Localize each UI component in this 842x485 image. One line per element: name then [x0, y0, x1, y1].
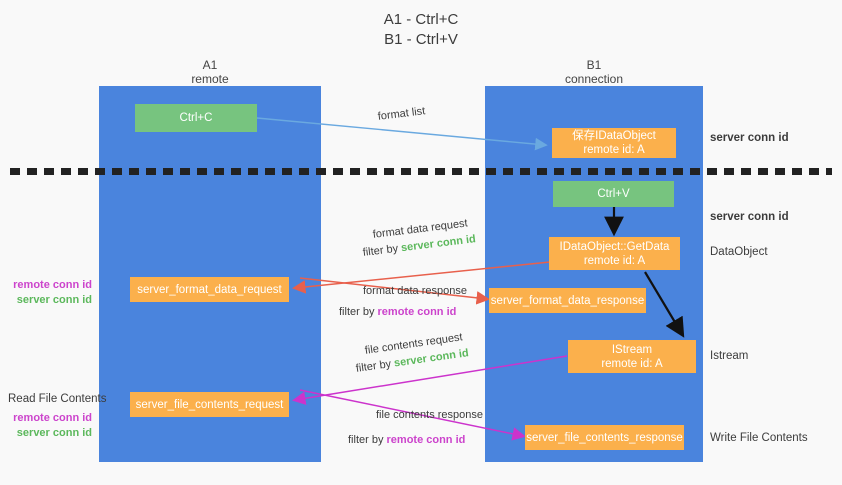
node-save-idataobject-line1: 保存IDataObject: [572, 130, 656, 142]
node-ctrl-c-label: Ctrl+C: [179, 112, 213, 124]
node-ctrl-v-label: Ctrl+V: [597, 188, 630, 200]
title-line-1: A1 - Ctrl+C: [383, 11, 459, 28]
annotation-server-conn-id-top: server conn id: [710, 132, 789, 144]
annotation-istream: Istream: [710, 350, 749, 362]
annotation-read-file-contents: Read File Contents: [8, 393, 107, 405]
node-getdata-line2: remote id: A: [583, 254, 646, 267]
filter-prefix-4: filter by: [348, 434, 387, 446]
annotation-remote-conn-id-2: remote conn id: [13, 412, 92, 424]
node-server-format-data-response-label: server_format_data_response: [490, 294, 645, 307]
edge-label-format-data-response-filter: filter by remote conn id: [339, 305, 456, 320]
title-line-2: B1 - Ctrl+V: [384, 31, 458, 48]
annotation-server-conn-id-middle: server conn id: [710, 211, 789, 223]
filter-key-remote-conn-id-1: remote conn id: [377, 306, 457, 318]
annotation-dataobject: DataObject: [710, 246, 768, 258]
node-save-idataobject-line2: remote id: A: [583, 144, 645, 156]
node-ctrl-c[interactable]: Ctrl+C: [135, 104, 257, 132]
page-title: A1 - Ctrl+C B1 - Ctrl+V: [0, 10, 842, 50]
annotation-remote-conn-id-1: remote conn id: [13, 279, 92, 291]
node-server-format-data-request[interactable]: server_format_data_request: [130, 277, 289, 302]
node-idataobject-getdata[interactable]: IDataObject::GetData remote id: A: [549, 237, 680, 270]
lane-header-b1: B1 connection: [485, 58, 703, 86]
node-istream-line1: IStream: [611, 343, 653, 356]
filter-prefix-1: filter by: [362, 242, 402, 259]
node-istream[interactable]: IStream remote id: A: [568, 340, 696, 373]
node-server-file-contents-response[interactable]: server_file_contents_response: [525, 425, 684, 450]
edge-label-file-contents-response: file contents response: [376, 409, 484, 421]
edge-label-format-data-response: format data response: [363, 285, 467, 297]
edge-label-format-list: format list: [377, 105, 426, 123]
annotation-conn-ids-file: remote conn id server conn id: [0, 411, 92, 441]
node-ctrl-v[interactable]: Ctrl+V: [553, 181, 674, 207]
lane-b1-subtitle: connection: [564, 72, 624, 86]
phase-divider: [10, 168, 832, 175]
annotation-write-file-contents: Write File Contents: [710, 432, 808, 444]
node-server-format-data-request-label: server_format_data_request: [137, 283, 282, 296]
filter-prefix-3: filter by: [355, 357, 395, 375]
lane-a1-title: A1: [202, 58, 218, 72]
node-server-file-contents-request-label: server_file_contents_request: [135, 398, 284, 411]
lane-b1-title: B1: [586, 58, 602, 72]
node-save-idataobject[interactable]: 保存IDataObject remote id: A: [552, 128, 676, 158]
edge-label-file-contents-response-filter: filter by remote conn id: [348, 433, 465, 448]
node-istream-line2: remote id: A: [601, 357, 663, 370]
node-server-format-data-response[interactable]: server_format_data_response: [489, 288, 646, 313]
lane-header-a1: A1 remote: [99, 58, 321, 86]
node-server-file-contents-response-label: server_file_contents_response: [526, 431, 683, 444]
filter-key-remote-conn-id-2: remote conn id: [386, 434, 466, 446]
filter-prefix-2: filter by: [339, 306, 378, 318]
annotation-server-conn-id-1: server conn id: [16, 294, 92, 306]
node-server-file-contents-request[interactable]: server_file_contents_request: [130, 392, 289, 417]
node-getdata-line1: IDataObject::GetData: [559, 240, 670, 253]
lane-a1-subtitle: remote: [191, 72, 229, 86]
annotation-server-conn-id-2: server conn id: [16, 427, 92, 439]
annotation-conn-ids-format: remote conn id server conn id: [0, 278, 92, 308]
